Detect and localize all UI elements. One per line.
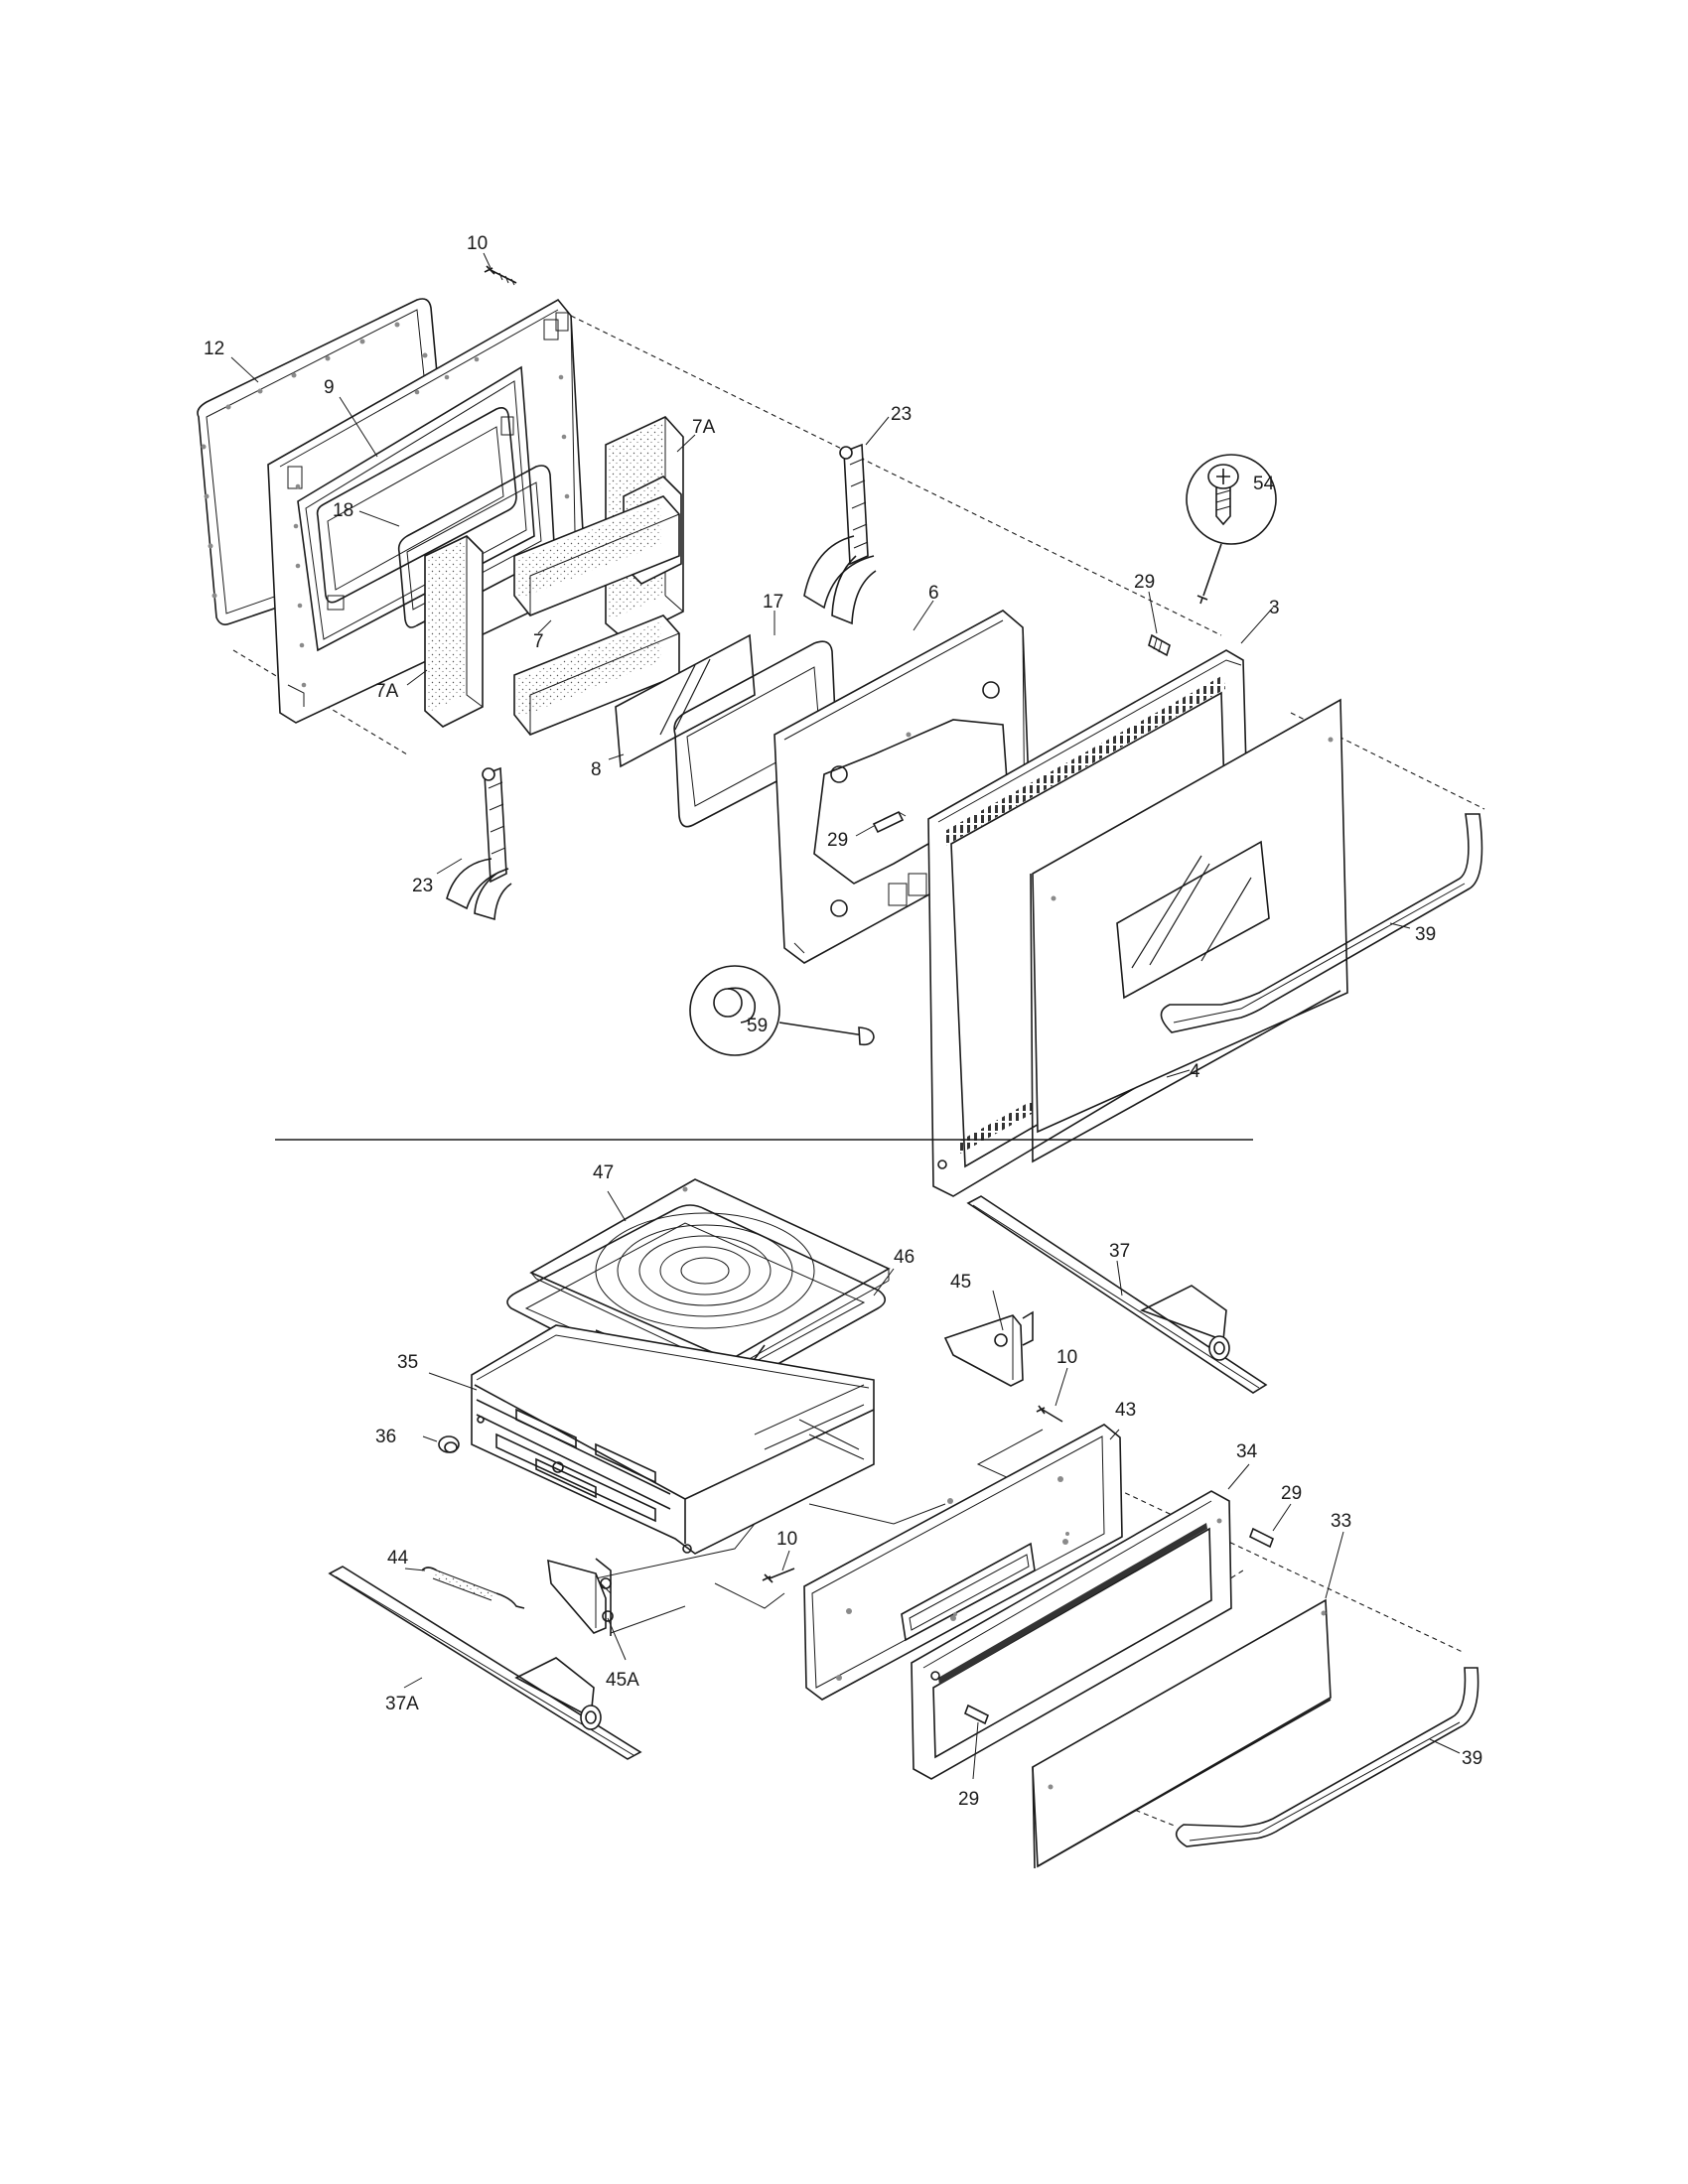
- part-10-screw-left: [762, 1568, 795, 1583]
- label-4: 4: [1190, 1061, 1200, 1082]
- label-7: 7: [533, 631, 544, 652]
- part-59-plug-detail: [689, 965, 875, 1056]
- part-43-drawer-inner-front: [803, 1424, 1123, 1701]
- label-45: 45: [950, 1272, 971, 1293]
- part-36-drawer-bumper: [438, 1435, 460, 1453]
- part-45a-slide-bracket: [547, 1558, 614, 1636]
- part-37a-drawer-slide-left: [328, 1566, 642, 1760]
- label-44: 44: [387, 1548, 409, 1569]
- part-34-drawer-outer-frame: [911, 1490, 1232, 1780]
- callout-leaders: [230, 252, 1461, 1780]
- part-4-outer-door-panel: [1030, 698, 1348, 1163]
- label-33: 33: [1331, 1511, 1351, 1532]
- label-34: 34: [1236, 1441, 1258, 1462]
- label-37a: 37A: [385, 1694, 419, 1714]
- part-35-drawer-body: [471, 1324, 875, 1555]
- part-6-door-liner: [774, 610, 1032, 964]
- label-9: 9: [324, 377, 335, 398]
- part-29-stud-frame: [1148, 633, 1171, 657]
- label-10: 10: [467, 233, 488, 254]
- part-39-door-handle-upper: [1160, 813, 1483, 1033]
- label-46: 46: [894, 1247, 914, 1268]
- label-43: 43: [1115, 1400, 1136, 1421]
- label-12: 12: [204, 339, 224, 359]
- part-10-screw-right: [1036, 1405, 1063, 1423]
- part-39-drawer-handle: [1175, 1667, 1479, 1847]
- label-18: 18: [333, 500, 353, 521]
- label-8: 8: [591, 759, 602, 780]
- part-44-spring: [421, 1567, 525, 1609]
- label-10-left: 10: [776, 1529, 797, 1550]
- part-10-screw: [484, 265, 517, 286]
- label-23-lower: 23: [412, 876, 433, 896]
- label-23: 23: [891, 404, 912, 425]
- label-7a: 7A: [692, 417, 716, 438]
- label-7a-lower: 7A: [375, 681, 399, 702]
- label-29-top: 29: [1134, 572, 1155, 593]
- part-23-hinge-lower: [446, 766, 512, 921]
- part-number-labels: 10 12 9 18 7A 7 7A 23 23 8 17 6 29 29 3 …: [204, 233, 1482, 1810]
- label-10-right: 10: [1056, 1347, 1077, 1368]
- part-29-stud-drawer-right: [1248, 1527, 1275, 1549]
- label-37: 37: [1109, 1241, 1130, 1262]
- label-36: 36: [375, 1427, 396, 1447]
- part-45-slide-bracket: [943, 1310, 1034, 1387]
- part-37-drawer-slide-right: [966, 1195, 1268, 1394]
- label-45a: 45A: [606, 1670, 639, 1691]
- part-33-drawer-outer-panel: [1032, 1598, 1332, 1869]
- part-7-insulation-strip: [513, 495, 680, 616]
- label-6: 6: [928, 583, 939, 604]
- part-23-hinge-upper: [803, 443, 877, 625]
- label-47: 47: [593, 1162, 614, 1183]
- label-39: 39: [1415, 924, 1436, 945]
- label-29: 29: [827, 830, 848, 851]
- part-7a-insulation-left: [424, 535, 484, 728]
- label-29-drawer: 29: [1281, 1483, 1302, 1504]
- part-54-screw-detail: [1186, 454, 1277, 605]
- label-39-drawer: 39: [1462, 1748, 1482, 1769]
- warmer-drawer-assembly: [328, 1178, 1479, 1869]
- part-47-element-cover: [529, 1178, 891, 1371]
- part-29-stud-drawer-left: [963, 1704, 990, 1725]
- label-59: 59: [747, 1016, 768, 1036]
- label-17: 17: [763, 592, 783, 613]
- label-3: 3: [1269, 598, 1280, 618]
- label-35: 35: [397, 1352, 418, 1373]
- oven-door-assembly: [197, 265, 1485, 1197]
- label-29-bottom: 29: [958, 1789, 979, 1810]
- part-8-door-glass: [615, 633, 756, 768]
- label-54: 54: [1253, 474, 1275, 494]
- part-29-stud-liner: [872, 810, 907, 834]
